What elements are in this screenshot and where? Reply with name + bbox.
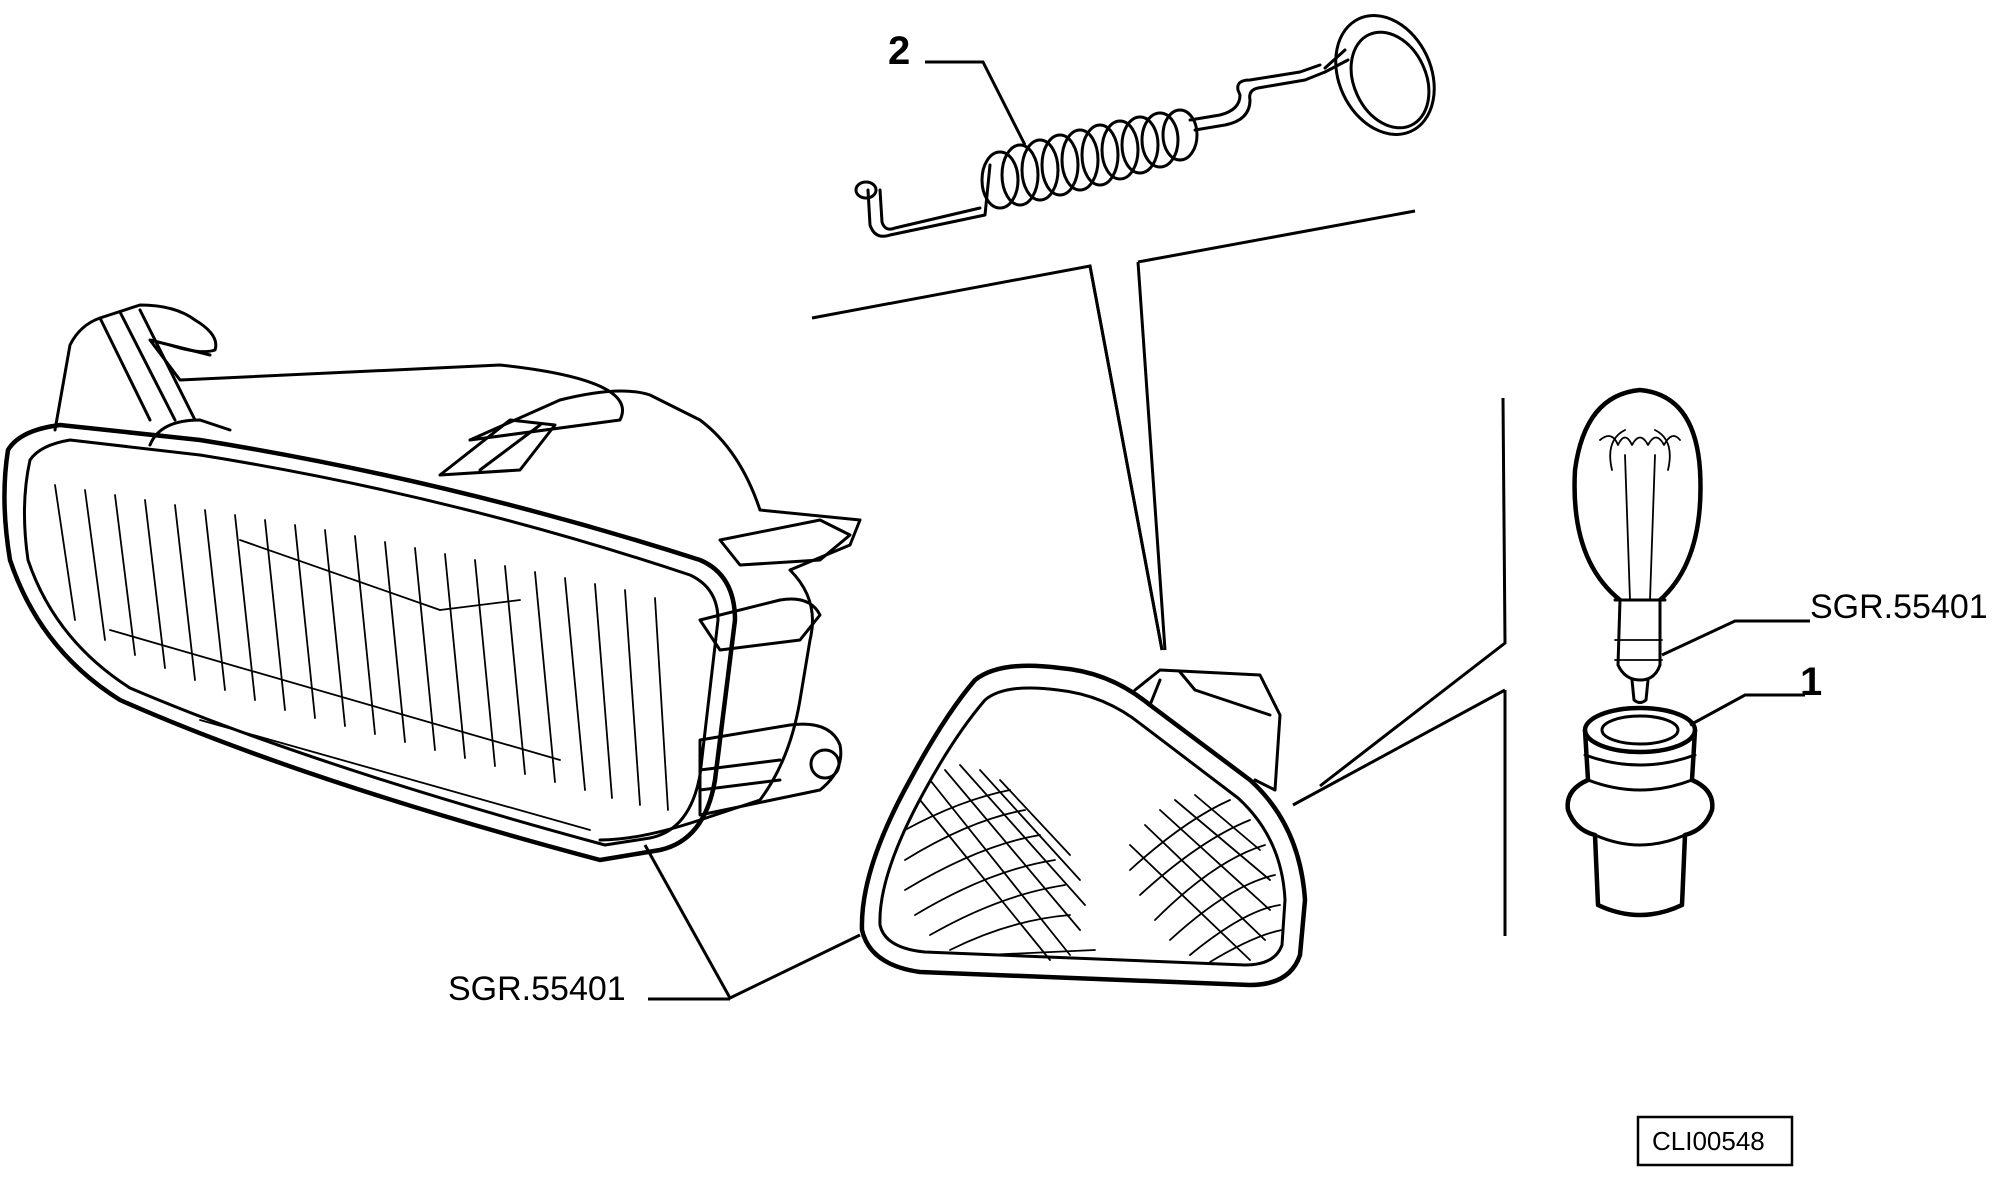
callout-2-label: 2 bbox=[888, 29, 910, 73]
assembly-bracket-lines bbox=[811, 209, 1507, 936]
callout-leaders bbox=[643, 60, 1810, 1001]
drawing-code-label: CLI00548 bbox=[1652, 1126, 1765, 1156]
bulb-reference-label: SGR.55401 bbox=[1810, 588, 1988, 626]
callout-1-label: 1 bbox=[1800, 660, 1822, 704]
drawing-code-box: CLI00548 bbox=[1636, 1115, 1794, 1167]
spring-clip-drawing bbox=[854, 14, 1436, 238]
bulb-drawing bbox=[1572, 387, 1703, 704]
headlamp-drawing bbox=[2, 303, 862, 863]
turn-signal-lamp-drawing bbox=[859, 663, 1308, 988]
headlamp-reference-label: SGR.55401 bbox=[448, 970, 626, 1008]
socket-drawing bbox=[1565, 705, 1715, 918]
